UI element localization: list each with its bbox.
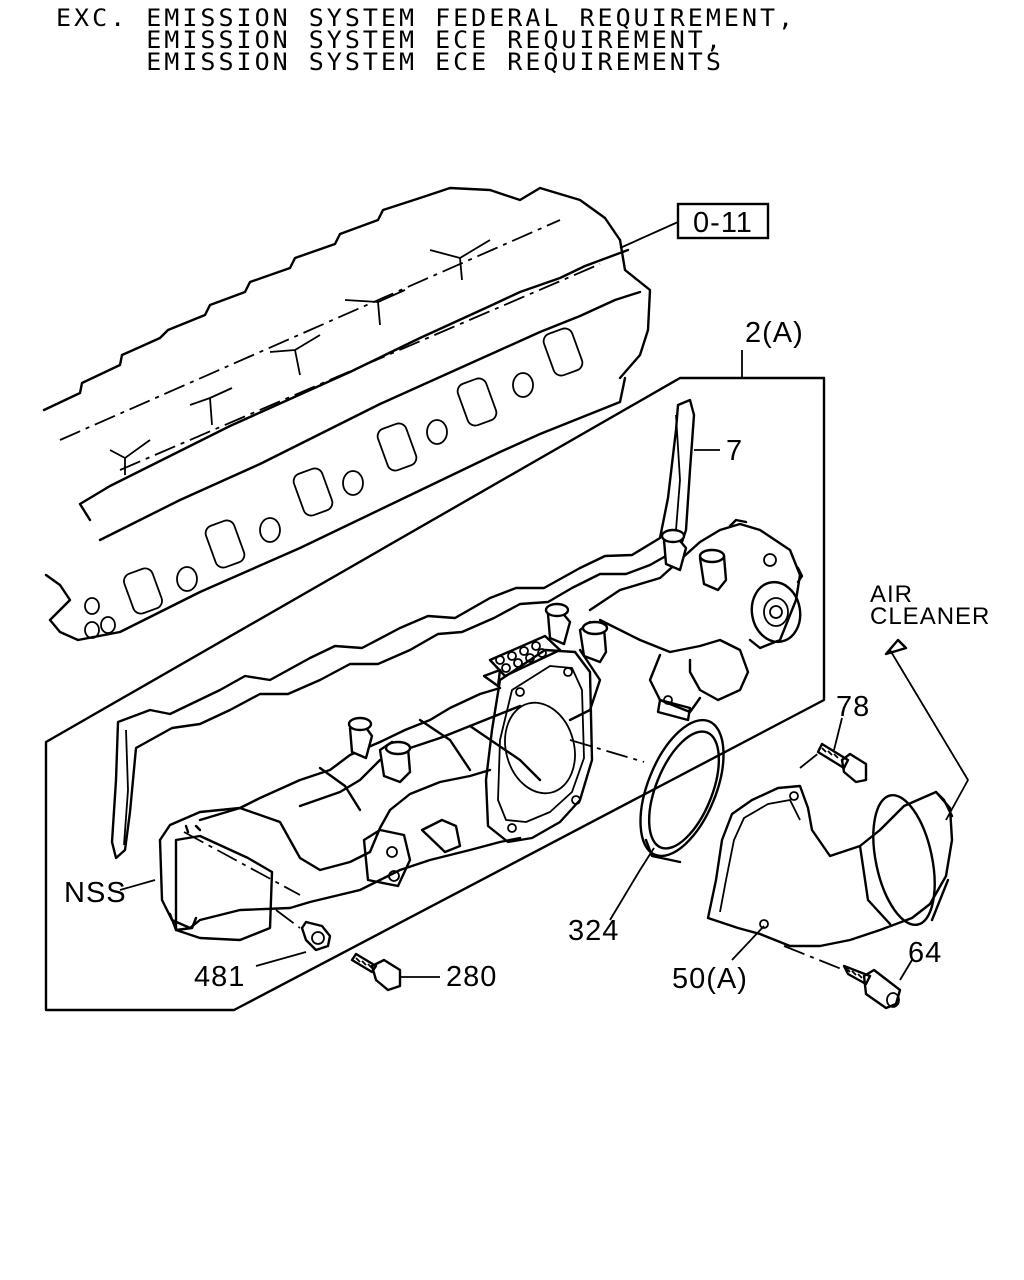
callout-air-cleaner-line2: CLEANER [870, 603, 990, 630]
stud-64 [842, 964, 902, 1010]
plug-481 [300, 920, 332, 952]
callout-stud-64: 64 [908, 937, 942, 969]
callout-assembly: 2(A) [745, 317, 804, 349]
callout-nss: NSS [64, 877, 127, 909]
seal-ring-324 [639, 718, 725, 864]
header-line-2: EMISSION SYSTEM ECE REQUIREMENT, [56, 26, 724, 54]
intake-manifold [158, 518, 804, 942]
reference-box[interactable]: 0-11 [676, 202, 770, 240]
cylinder-head-outline [42, 186, 652, 642]
callout-cover-50a: 50(A) [672, 963, 748, 995]
callout-gasket: 7 [726, 435, 743, 467]
callout-air-cleaner-line1: AIR [870, 581, 913, 608]
callout-seal-324: 324 [568, 915, 619, 947]
bolt-280 [350, 952, 402, 992]
bolt-78 [816, 742, 868, 784]
reference-box-label: 0-11 [693, 207, 753, 239]
heater-grid [482, 634, 562, 688]
leader-lines [119, 221, 969, 981]
header-line-1: EXC. EMISSION SYSTEM FEDERAL REQUIREMENT… [56, 4, 797, 32]
callout-bolt-78: 78 [836, 691, 870, 723]
callout-plug-481: 481 [194, 961, 245, 993]
callout-bolt-280: 280 [446, 961, 497, 993]
assembly-boundary [44, 376, 826, 1012]
air-inlet-cover-50A [706, 784, 954, 948]
header-line-3: EMISSION SYSTEM ECE REQUIREMENTS [56, 48, 724, 76]
